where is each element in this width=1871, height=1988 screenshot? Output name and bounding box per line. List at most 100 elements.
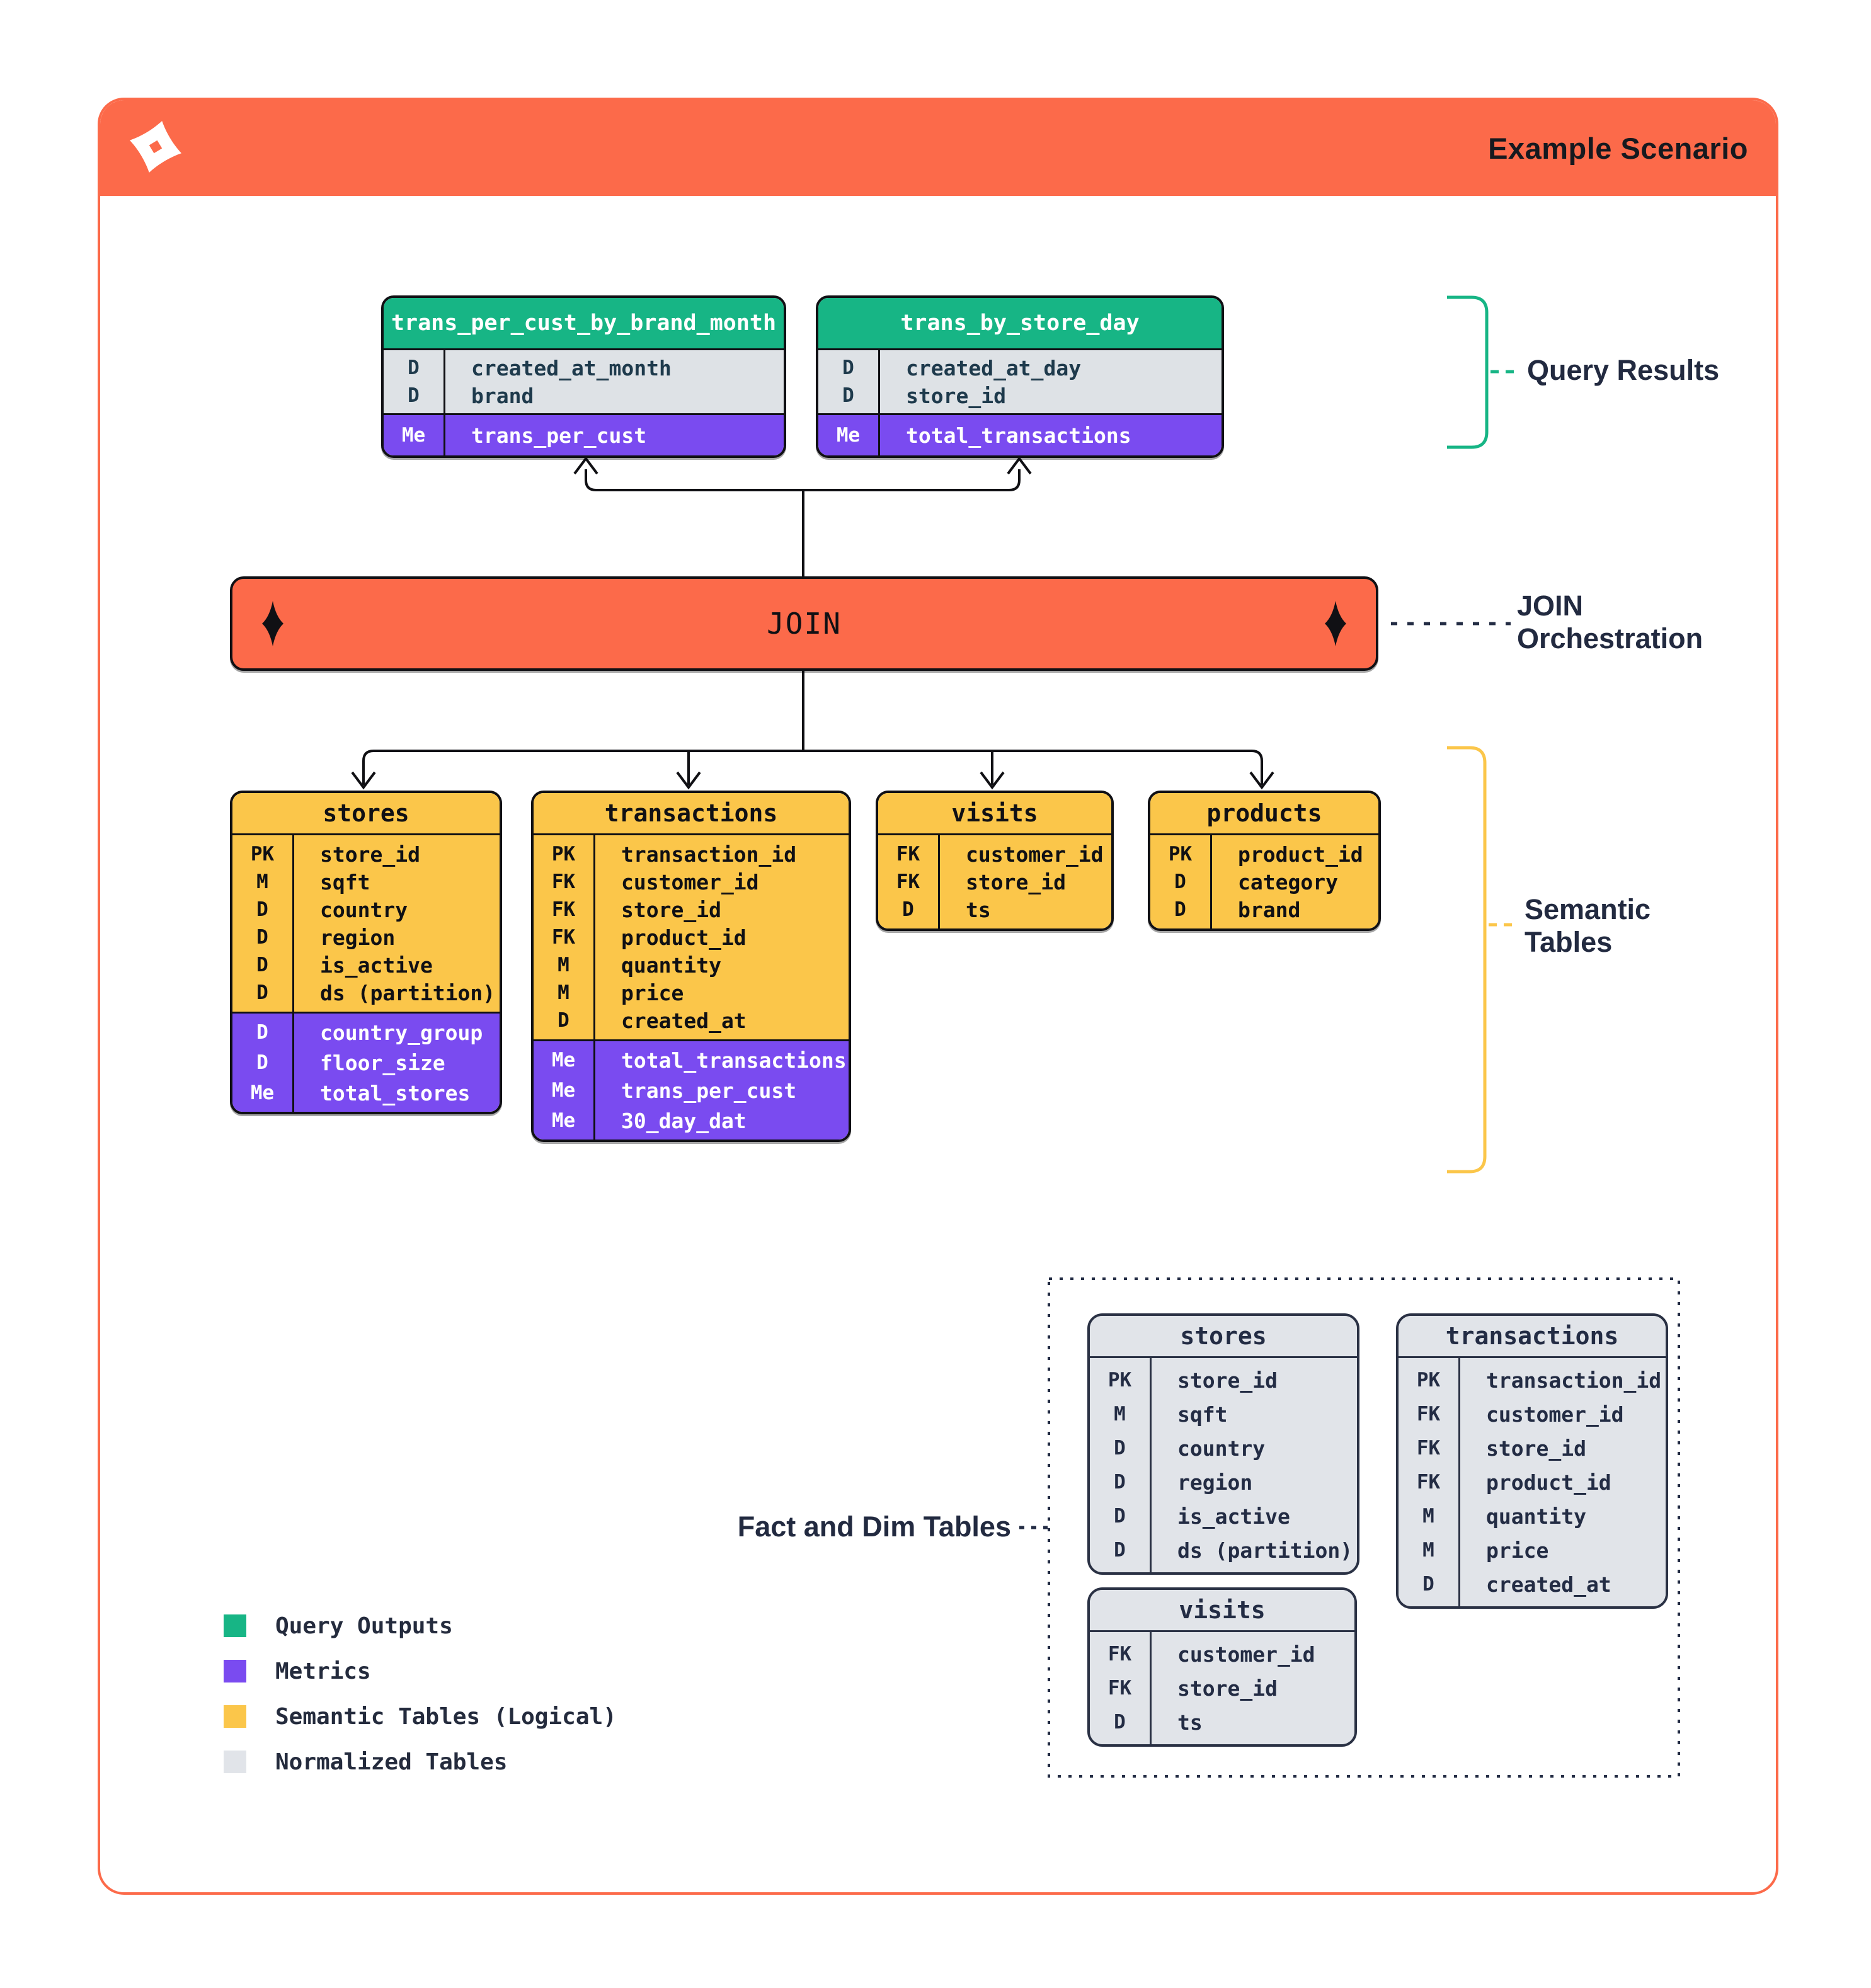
column-name: country [320,897,408,922]
column-name: customer_id [966,842,1104,867]
table-title: stores [1090,1316,1357,1358]
legend-item-normalized-tables: Normalized Tables [224,1739,617,1785]
column-key: M [558,981,569,1004]
column-name: trans_per_cust [621,1078,797,1103]
join-orchestration-bar: JOIN [230,576,1378,671]
column-key: D [1174,898,1186,921]
column-key: FK [1416,1403,1441,1425]
fact-dim-tables-label: Fact and Dim Tables [737,1511,1011,1543]
column-key: D [256,926,268,949]
column-key: D [902,898,914,921]
column-key: FK [1107,1643,1132,1665]
column-name: ds (partition) [1177,1538,1353,1563]
column-name: price [1486,1538,1549,1563]
column-name: sqft [1177,1402,1228,1427]
column-name: region [320,925,396,950]
column-key: D [1114,1711,1126,1734]
table-title: trans_per_cust_by_brand_month [384,298,784,350]
column-key: D [256,1051,268,1074]
column-key: M [1114,1403,1126,1425]
table-title: transactions [534,793,849,835]
legend-label: Semantic Tables (Logical) [275,1703,617,1730]
column-key: D [1174,871,1186,893]
column-name: customer_id [621,869,759,894]
column-key: D [1114,1471,1126,1494]
legend: Query Outputs Metrics Semantic Tables (L… [224,1603,617,1785]
column-key: M [1422,1539,1434,1562]
column-key: D [408,384,420,407]
column-name: store_id [966,869,1066,894]
column-key: PK [1107,1369,1132,1391]
column-key: Me [551,1079,576,1102]
column-key: Me [401,424,426,447]
join-orchestration-label: JOIN Orchestration [1517,590,1703,655]
column-key: Me [551,1109,576,1132]
join-label: JOIN [767,607,842,641]
column-key: D [558,1009,569,1032]
column-name: quantity [621,952,721,978]
column-name: store_id [621,897,721,922]
column-key: D [256,898,268,921]
column-key: FK [1107,1677,1132,1700]
column-name: total_transactions [906,423,1131,448]
column-name: brand [471,383,534,408]
column-key: FK [551,926,576,949]
column-name: total_stores [320,1080,471,1105]
column-name: is_active [1177,1504,1290,1529]
table-row: FK store_id [1090,1671,1354,1705]
column-name: product_id [1486,1470,1611,1495]
query-outputs-swatch-icon [224,1614,246,1637]
column-key: D [256,981,268,1004]
column-name: store_id [1177,1676,1278,1701]
column-name: floor_size [320,1050,445,1075]
semantic-tables-swatch-icon [224,1705,246,1728]
column-name: store_id [1486,1436,1586,1461]
column-name: brand [1238,897,1301,922]
table-title: visits [1090,1590,1354,1632]
column-key: PK [1168,843,1193,865]
table-title: transactions [1399,1316,1666,1358]
column-key: PK [551,843,576,865]
column-key: FK [896,871,920,893]
table-title: stores [232,793,500,835]
column-name: store_id [906,383,1006,408]
column-key: PK [250,843,275,865]
page-title: Example Scenario [1488,131,1748,165]
